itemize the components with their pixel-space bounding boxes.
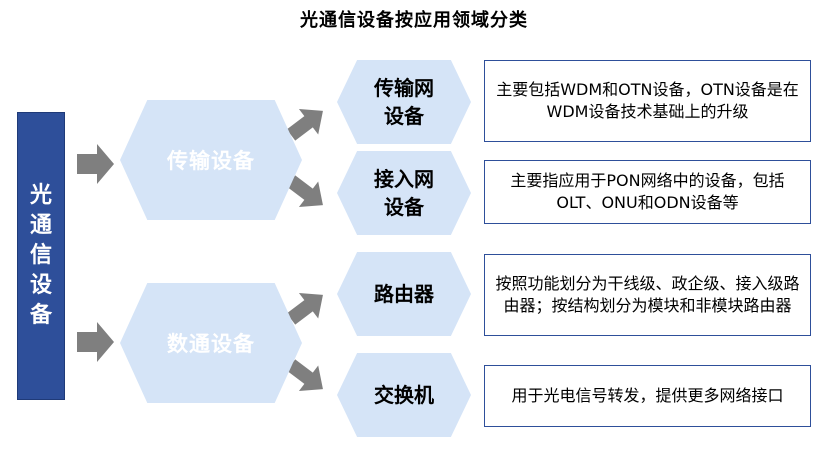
arrow-transmission-to-access bbox=[286, 175, 323, 208]
arrow-root-to-transmission bbox=[77, 144, 114, 184]
subtype-access-network-label: 接入网 设备 bbox=[374, 167, 434, 219]
category-transmission-label: 传输设备 bbox=[167, 149, 255, 173]
category-datacom-label: 数通设备 bbox=[167, 332, 255, 356]
root-node: 光通信设备 bbox=[17, 112, 65, 400]
arrow-transmission-to-transport bbox=[286, 108, 323, 141]
root-node-label: 光通信设备 bbox=[29, 183, 52, 328]
subtype-switch: 交换机 bbox=[337, 353, 471, 437]
description-router-text: 按照功能划分为干线级、政企级、接入级路由器；按结构划分为模块和非模块路由器 bbox=[495, 274, 800, 315]
description-access-network: 主要指应用于PON网络中的设备，包括OLT、ONU和ODN设备等 bbox=[484, 160, 811, 224]
subtype-switch-label: 交换机 bbox=[374, 383, 434, 407]
diagram-title: 光通信设备按应用领域分类 bbox=[300, 10, 528, 31]
subtype-router-label: 路由器 bbox=[374, 282, 434, 306]
subtype-access-network: 接入网 设备 bbox=[337, 151, 471, 235]
arrow-root-to-datacom bbox=[77, 322, 114, 362]
subtype-transport-network-label: 传输网 设备 bbox=[374, 76, 434, 128]
description-switch: 用于光电信号转发，提供更多网络接口 bbox=[484, 365, 811, 427]
description-switch-text: 用于光电信号转发，提供更多网络接口 bbox=[511, 386, 784, 405]
category-transmission: 传输设备 bbox=[120, 100, 302, 220]
description-transport-network-text: 主要包括WDM和OTN设备，OTN设备是在WDM设备技术基础上的升级 bbox=[496, 80, 799, 121]
description-router: 按照功能划分为干线级、政企级、接入级路由器；按结构划分为模块和非模块路由器 bbox=[484, 254, 811, 336]
category-datacom: 数通设备 bbox=[120, 283, 302, 403]
subtype-router: 路由器 bbox=[337, 252, 471, 336]
description-access-network-text: 主要指应用于PON网络中的设备，包括OLT、ONU和ODN设备等 bbox=[510, 171, 785, 212]
description-transport-network: 主要包括WDM和OTN设备，OTN设备是在WDM设备技术基础上的升级 bbox=[484, 60, 811, 142]
subtype-transport-network: 传输网 设备 bbox=[337, 60, 471, 144]
arrow-datacom-to-router bbox=[286, 292, 323, 325]
arrow-datacom-to-switch bbox=[286, 359, 323, 392]
